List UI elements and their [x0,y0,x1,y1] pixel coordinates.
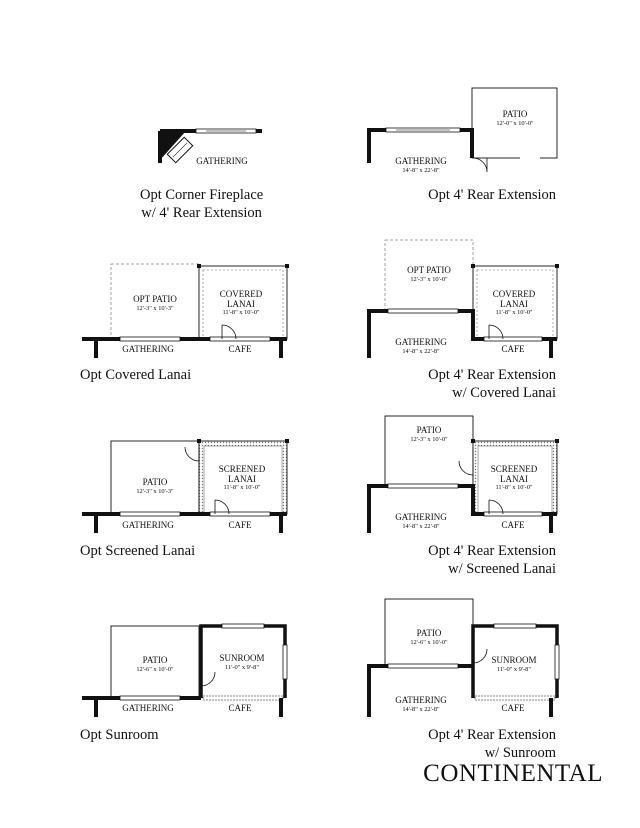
room-label: GATHERING [122,703,174,713]
corner-fireplace-icon [160,131,186,160]
caption-covered-lanai: Opt Covered Lanai [80,366,191,384]
caption-rear-extension-covered-lanai: Opt 4' Rear Extension w/ Covered Lanai [428,366,556,402]
door-swing [184,445,200,475]
room-label: LANAI [227,299,255,309]
room-dimension: 12'-3" x 10'-3" [136,488,174,495]
room-label: CAFE [228,520,252,530]
caption-sunroom: Opt Sunroom [80,726,159,744]
room-label: GATHERING [395,156,447,166]
door-swing [214,499,230,515]
room-label: GATHERING [395,695,447,705]
room-label: GATHERING [395,512,447,522]
room-dimension: 11'-8" x 10'-0" [222,309,259,316]
plan-rear-extension-screened-lanai: PATIO 12'-3" x 10'-0" SCREENED LANAI 11'… [367,415,559,533]
room-dimension: 14'-8" x 22'-8" [402,706,440,713]
room-label: CAFE [501,703,525,713]
room-label: CAFE [501,344,525,354]
room-label: LANAI [228,474,256,484]
room-label: LANAI [500,299,528,309]
room-label: SUNROOM [219,653,264,663]
room-label: OPT PATIO [133,294,177,304]
plan-rear-extension-covered-lanai: OPT PATIO 12'-3" x 10'-0" COVERED LANAI … [367,239,559,358]
caption-line: Opt Corner Fireplace [140,187,264,203]
door-swing [221,324,237,340]
door-swing [472,635,488,664]
room-label: SUNROOM [491,655,536,665]
room-dimension: 12'-3" x 10'-0" [410,276,448,283]
room-label: PATIO [503,109,528,119]
room-label: SCREENED [491,464,538,474]
room-dimension: 14'-8" x 22'-8" [402,167,440,174]
room-label: CAFE [228,344,252,354]
room-dimension: 11'-8" x 10'-0" [495,309,532,316]
room-dimension: 11'-8" x 10'-0" [495,484,532,491]
plan-covered-lanai: OPT PATIO 12'-3" x 10'-3" COVERED LANAI … [82,263,289,358]
door-swing [472,157,488,173]
room-label: LANAI [500,474,528,484]
room-dimension: 11'-0" x 9'-8" [497,666,531,673]
room-label: PATIO [143,477,168,487]
room-label: GATHERING [395,337,447,347]
caption-line: w/ Covered Lanai [452,385,556,401]
room-label: GATHERING [122,520,174,530]
room-label: COVERED [493,289,536,299]
room-label: GATHERING [122,344,174,354]
room-label: GATHERING [196,156,248,166]
room-label: SCREENED [219,464,266,474]
room-dimension: 11'-8" x 10'-0" [223,484,260,491]
room-dimension: 12'-3" x 10'-0" [410,436,448,443]
room-dimension: 12'-6" x 10'-0" [410,639,448,646]
caption-rear-extension: Opt 4' Rear Extension [428,186,556,204]
caption-line: w/ Screened Lanai [448,561,556,577]
room-label: OPT PATIO [407,265,451,275]
caption-line: w/ 4' Rear Extension [141,205,262,221]
room-label: CAFE [501,520,525,530]
caption-line: Opt Covered Lanai [80,367,192,383]
caption-line: Opt Screened Lanai [80,543,196,559]
room-label: PATIO [143,655,168,665]
room-dimension: 12'-6" x 10'-0" [136,666,174,673]
door-swing [488,499,504,515]
door-swing [488,324,504,340]
room-dimension: 14'-8" x 22'-8" [402,348,440,355]
caption-rear-extension-screened-lanai: Opt 4' Rear Extension w/ Screened Lanai [428,542,556,578]
caption-screened-lanai: Opt Screened Lanai [80,542,195,560]
caption-line: w/ Sunroom [484,745,556,761]
room-label: COVERED [220,289,263,299]
plan-corner-fireplace: GATHERING [158,128,262,166]
room-label: CAFE [228,703,252,713]
room-dimension: 11'-0" x 9'-8" [225,664,259,671]
room-dimension: 12'-0" x 10'-0" [496,120,534,127]
plan-sunroom: PATIO 12'-6" x 10'-0" SUNROOM 11'-0" x 9… [82,623,288,717]
caption-line: Opt Sunroom [80,727,159,743]
plan-rear-extension: PATIO 12'-0" x 10'-0" GATHERING 14'-8" x… [367,87,558,174]
caption-line: Opt 4' Rear Extension [428,187,556,203]
room-label: PATIO [417,425,442,435]
plan-screened-lanai: PATIO 12'-3" x 10'-3" SCREENED LANAI 11'… [82,439,289,533]
model-name-title: CONTINENTAL [423,760,603,787]
room-dimension: 14'-8" x 22'-8" [402,523,440,530]
caption-corner-fireplace: Opt Corner Fireplace w/ 4' Rear Extensio… [140,186,263,222]
caption-line: Opt 4' Rear Extension [428,367,556,383]
caption-line: Opt 4' Rear Extension [428,543,556,559]
room-dimension: 12'-3" x 10'-3" [136,305,174,312]
door-swing [458,449,474,479]
plan-rear-extension-sunroom: PATIO 12'-6" x 10'-0" SUNROOM 11'-0" x 9… [367,598,560,717]
room-label: PATIO [417,628,442,638]
caption-line: Opt 4' Rear Extension [428,727,556,743]
door-swing [200,658,216,687]
caption-rear-extension-sunroom: Opt 4' Rear Extension w/ Sunroom [428,726,556,762]
